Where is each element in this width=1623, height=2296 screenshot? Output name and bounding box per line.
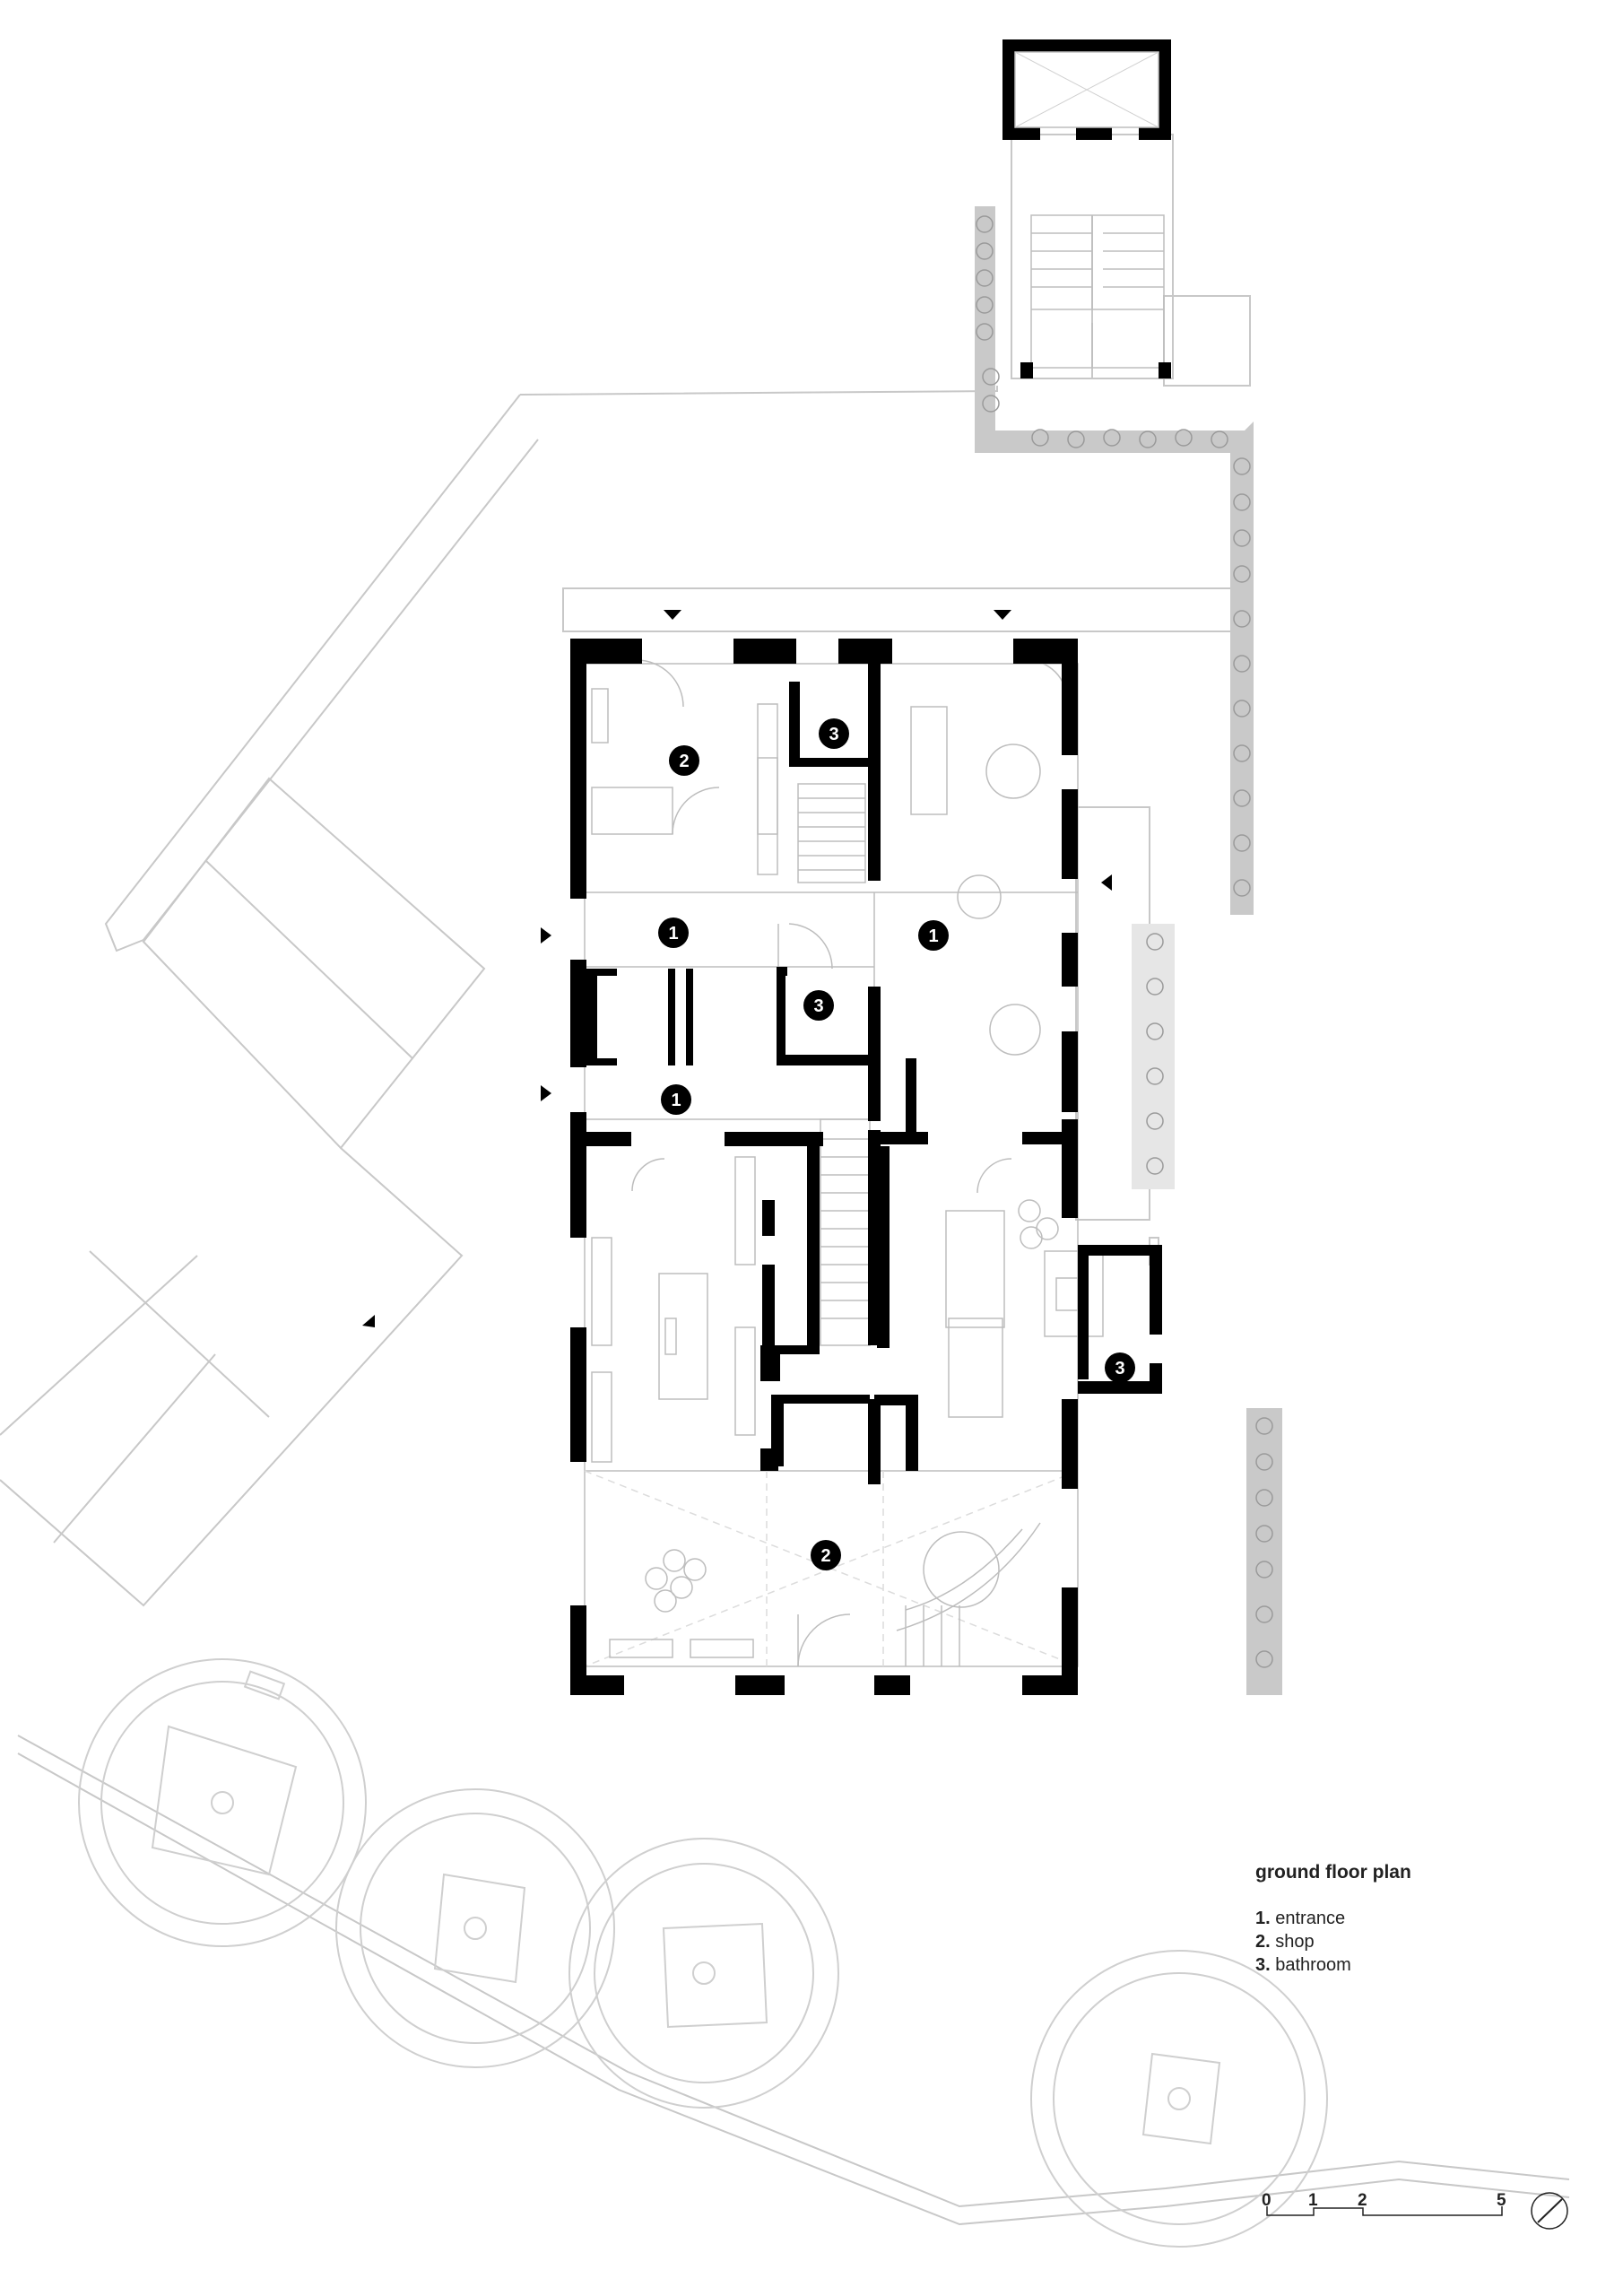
trees xyxy=(78,1658,1328,2248)
svg-text:1: 1 xyxy=(671,1091,681,1110)
scale-label-1: 1 xyxy=(1308,2191,1318,2210)
scale-label-5: 5 xyxy=(1497,2191,1506,2210)
scale-bar xyxy=(1266,2206,1503,2216)
north-arrow xyxy=(1531,2192,1568,2230)
room-marker-bathroom: 3 xyxy=(803,990,834,1021)
room-markers: 2 3 1 1 3 1 3 2 xyxy=(658,718,1135,1570)
scale-label-0: 0 xyxy=(1262,2191,1271,2210)
room-marker-bathroom: 3 xyxy=(819,718,849,749)
plantings xyxy=(975,206,1282,1695)
scale-label-2: 2 xyxy=(1358,2191,1367,2210)
plan-title: ground floor plan xyxy=(1255,1862,1411,1883)
stair-tower xyxy=(1002,39,1171,378)
walls xyxy=(570,639,1162,1695)
svg-text:3: 3 xyxy=(813,996,823,1016)
legend-item-shop: 2. shop xyxy=(1255,1932,1315,1952)
room-marker-entrance: 1 xyxy=(661,1084,691,1115)
interior-lines xyxy=(584,659,1104,1667)
legend-item-bathroom: 3. bathroom xyxy=(1255,1955,1351,1975)
svg-text:2: 2 xyxy=(820,1546,830,1566)
room-marker-shop: 2 xyxy=(669,745,699,776)
svg-text:1: 1 xyxy=(668,924,678,944)
planting-symbols xyxy=(976,215,1273,1668)
legend-item-entrance: 1. entrance xyxy=(1255,1909,1346,1928)
svg-text:3: 3 xyxy=(1115,1359,1124,1378)
room-marker-entrance: 1 xyxy=(658,918,689,948)
plan-legend: ground floor plan 1. entrance 2. shop 3.… xyxy=(1255,1862,1411,1977)
entry-arrows xyxy=(362,610,1112,1327)
svg-text:1: 1 xyxy=(928,926,938,946)
svg-text:3: 3 xyxy=(829,725,838,744)
room-marker-shop: 2 xyxy=(811,1540,841,1570)
svg-text:2: 2 xyxy=(679,752,689,771)
room-marker-entrance: 1 xyxy=(918,920,949,951)
room-marker-bathroom: 3 xyxy=(1105,1352,1135,1383)
